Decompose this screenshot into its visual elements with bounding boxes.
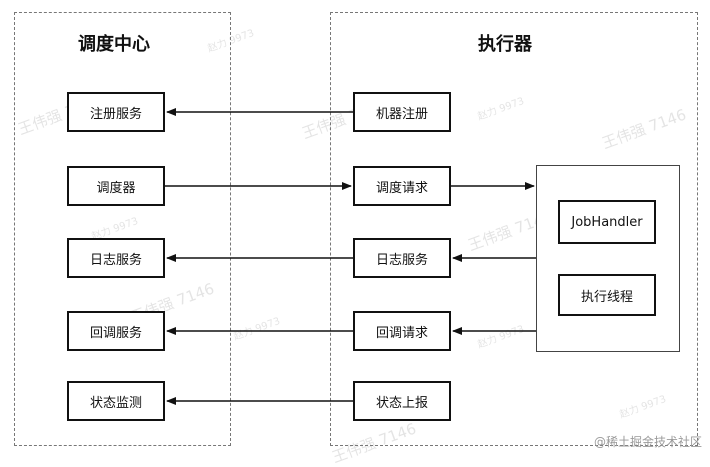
callback-request-box: 回调请求	[353, 311, 451, 351]
machine-registration-box: 机器注册	[353, 92, 451, 132]
registration-service-box: 注册服务	[67, 92, 165, 132]
scheduler-box: 调度器	[67, 166, 165, 206]
site-watermark: @稀土掘金技术社区	[593, 435, 702, 449]
job-handler-box: JobHandler	[558, 200, 656, 244]
executor-title: 执行器	[478, 34, 532, 55]
executor-inner-container	[536, 165, 680, 352]
dispatch-center-group	[14, 12, 231, 446]
executor-group	[330, 12, 698, 446]
log-service-left-box: 日志服务	[67, 238, 165, 278]
status-report-box: 状态上报	[353, 381, 451, 421]
schedule-request-box: 调度请求	[353, 166, 451, 206]
log-service-right-box: 日志服务	[353, 238, 451, 278]
status-monitor-box: 状态监测	[67, 381, 165, 421]
execution-thread-box: 执行线程	[558, 274, 656, 316]
dispatch-center-title: 调度中心	[78, 34, 150, 55]
callback-service-box: 回调服务	[67, 311, 165, 351]
